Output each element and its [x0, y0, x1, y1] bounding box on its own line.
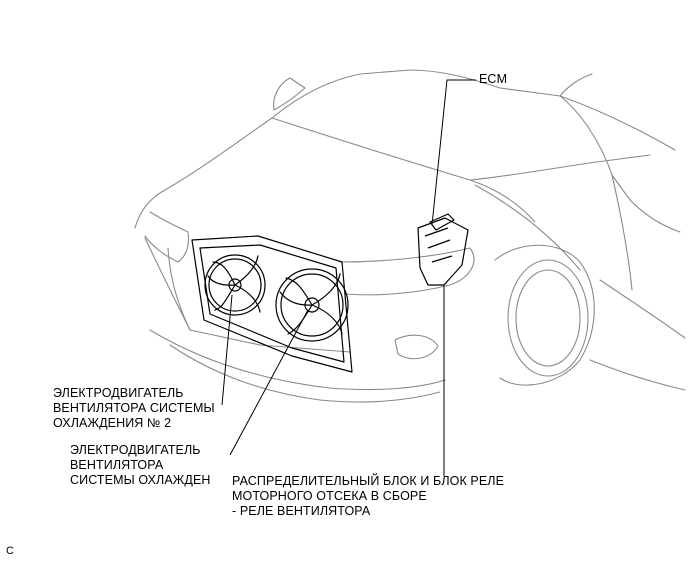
a-pillar [559, 73, 593, 97]
door-line [611, 174, 633, 291]
bumper-lower [149, 329, 446, 391]
hood-front-edge [134, 117, 273, 229]
figure-code: C [6, 545, 15, 557]
wheel-rim [507, 259, 589, 377]
fender-line [474, 184, 581, 271]
bumper-chin [169, 344, 441, 403]
radiator-frame [191, 235, 353, 373]
body-side-lower [589, 359, 686, 391]
hood-outline [271, 69, 561, 119]
label-line: ОХЛАЖДЕНИЯ № 2 [53, 416, 172, 430]
label-line: СИСТЕМЫ ОХЛАЖДЕН [70, 473, 211, 487]
label-line: ВЕНТИЛЯТОРА [70, 458, 164, 472]
mirror [273, 77, 306, 111]
leader-fan-1 [229, 309, 309, 456]
relay-block-label: РАСПРЕДЕЛИТЕЛЬНЫЙ БЛОК И БЛОК РЕЛЕ МОТОР… [232, 474, 504, 519]
cooling-fan-1 [275, 268, 349, 342]
wheel-arch [494, 244, 595, 386]
leader-ecm [431, 79, 476, 226]
label-line: ЭЛЕКТРОДВИГАТЕЛЬ [53, 386, 184, 400]
label-line: - РЕЛЕ ВЕНТИЛЯТОРА [232, 504, 371, 518]
roof-edge [559, 95, 676, 151]
leader-fan-2 [221, 294, 233, 406]
bumper-upper [144, 237, 191, 331]
cooling-fan-motor-label: ЭЛЕКТРОДВИГАТЕЛЬ ВЕНТИЛЯТОРА СИСТЕМЫ ОХЛ… [70, 443, 211, 488]
label-line: ВЕНТИЛЯТОРА СИСТЕМЫ [53, 401, 215, 415]
headlight-left [144, 211, 190, 263]
grille-outline [167, 247, 351, 353]
relay-block-box [417, 217, 469, 286]
relay-block-detail [424, 227, 453, 263]
sill [629, 199, 681, 233]
label-line: ЭЛЕКТРОДВИГАТЕЛЬ [70, 443, 201, 457]
ecm-label-text: ECM [479, 72, 508, 86]
headlight-right [339, 247, 475, 296]
windshield-lower [469, 154, 651, 181]
body-side [599, 279, 686, 339]
cooling-fan-2 [204, 254, 266, 316]
label-line: РАСПРЕДЕЛИТЕЛЬНЫЙ БЛОК И БЛОК РЕЛЕ [232, 474, 505, 488]
hood-line [271, 117, 536, 223]
ecm-label: ECM [479, 72, 507, 87]
wheel-hub [515, 269, 581, 367]
windshield [559, 95, 631, 201]
fog-lamp [394, 334, 439, 360]
label-line: МОТОРНОГО ОТСЕКА В СБОРЕ [232, 489, 427, 503]
ecm-unit [429, 213, 455, 231]
cooling-fan-motor-2-label: ЭЛЕКТРОДВИГАТЕЛЬ ВЕНТИЛЯТОРА СИСТЕМЫ ОХЛ… [53, 386, 215, 431]
radiator-shroud-inner [199, 244, 345, 363]
